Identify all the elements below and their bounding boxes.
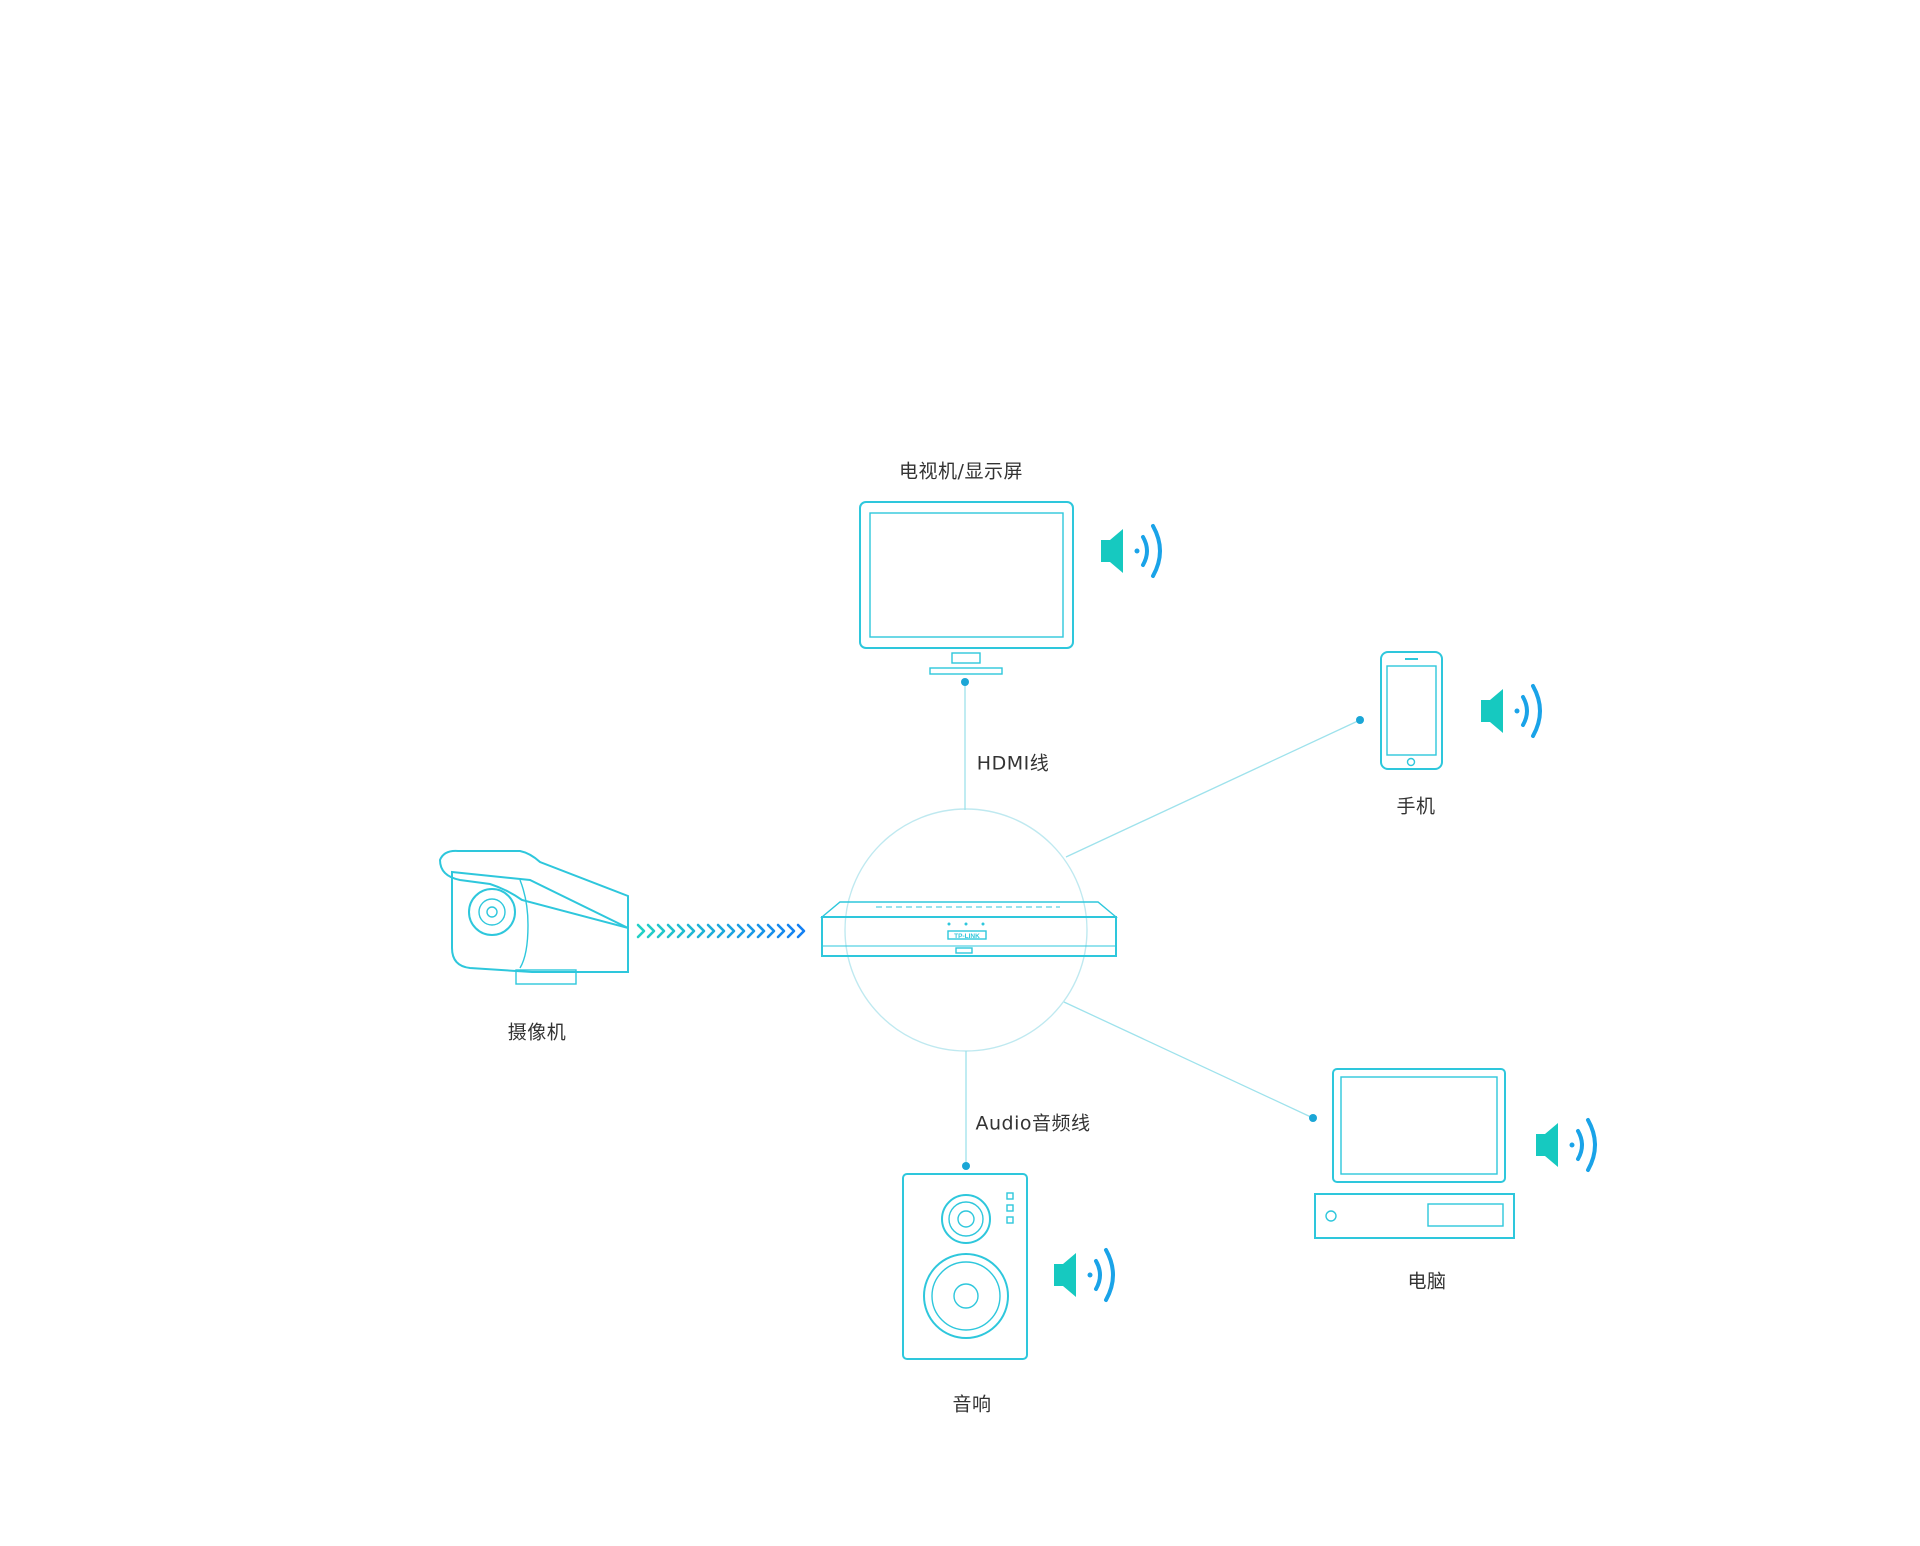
pc-sound-icon xyxy=(1536,1118,1597,1172)
pc-connector-line xyxy=(1063,1001,1314,1119)
tv-monitor-icon xyxy=(859,501,1074,675)
phone-connector-line xyxy=(1065,719,1361,858)
audio-cable-label: Audio音频线 xyxy=(975,1112,1091,1135)
nvr-range-circle xyxy=(844,808,1088,1052)
tv-sound-icon xyxy=(1101,524,1162,578)
connector-dot-phone xyxy=(1356,716,1364,724)
speaker-icon xyxy=(902,1173,1028,1360)
desktop-computer-icon xyxy=(1314,1068,1515,1239)
bullet-camera-icon xyxy=(438,849,629,985)
hdmi-cable-label: HDMI线 xyxy=(976,752,1050,775)
connector-dot-pc xyxy=(1309,1114,1317,1122)
connector-dot-speaker xyxy=(962,1162,970,1170)
signal-arrows xyxy=(636,923,806,939)
camera-label: 摄像机 xyxy=(507,1021,567,1044)
audio-waveform-icon xyxy=(324,889,416,965)
nvr-brand-text: TP-LINK xyxy=(954,933,980,940)
speaker-label: 音响 xyxy=(952,1393,992,1416)
phone-label: 手机 xyxy=(1396,795,1436,818)
nvr-recorder-icon xyxy=(820,901,1118,957)
connector-dot-tv xyxy=(961,678,969,686)
tv-label: 电视机/显示屏 xyxy=(899,460,1023,483)
pc-label: 电脑 xyxy=(1407,1270,1447,1293)
phone-sound-icon xyxy=(1481,684,1542,738)
smartphone-icon xyxy=(1380,651,1443,770)
speaker-sound-icon xyxy=(1054,1248,1115,1302)
